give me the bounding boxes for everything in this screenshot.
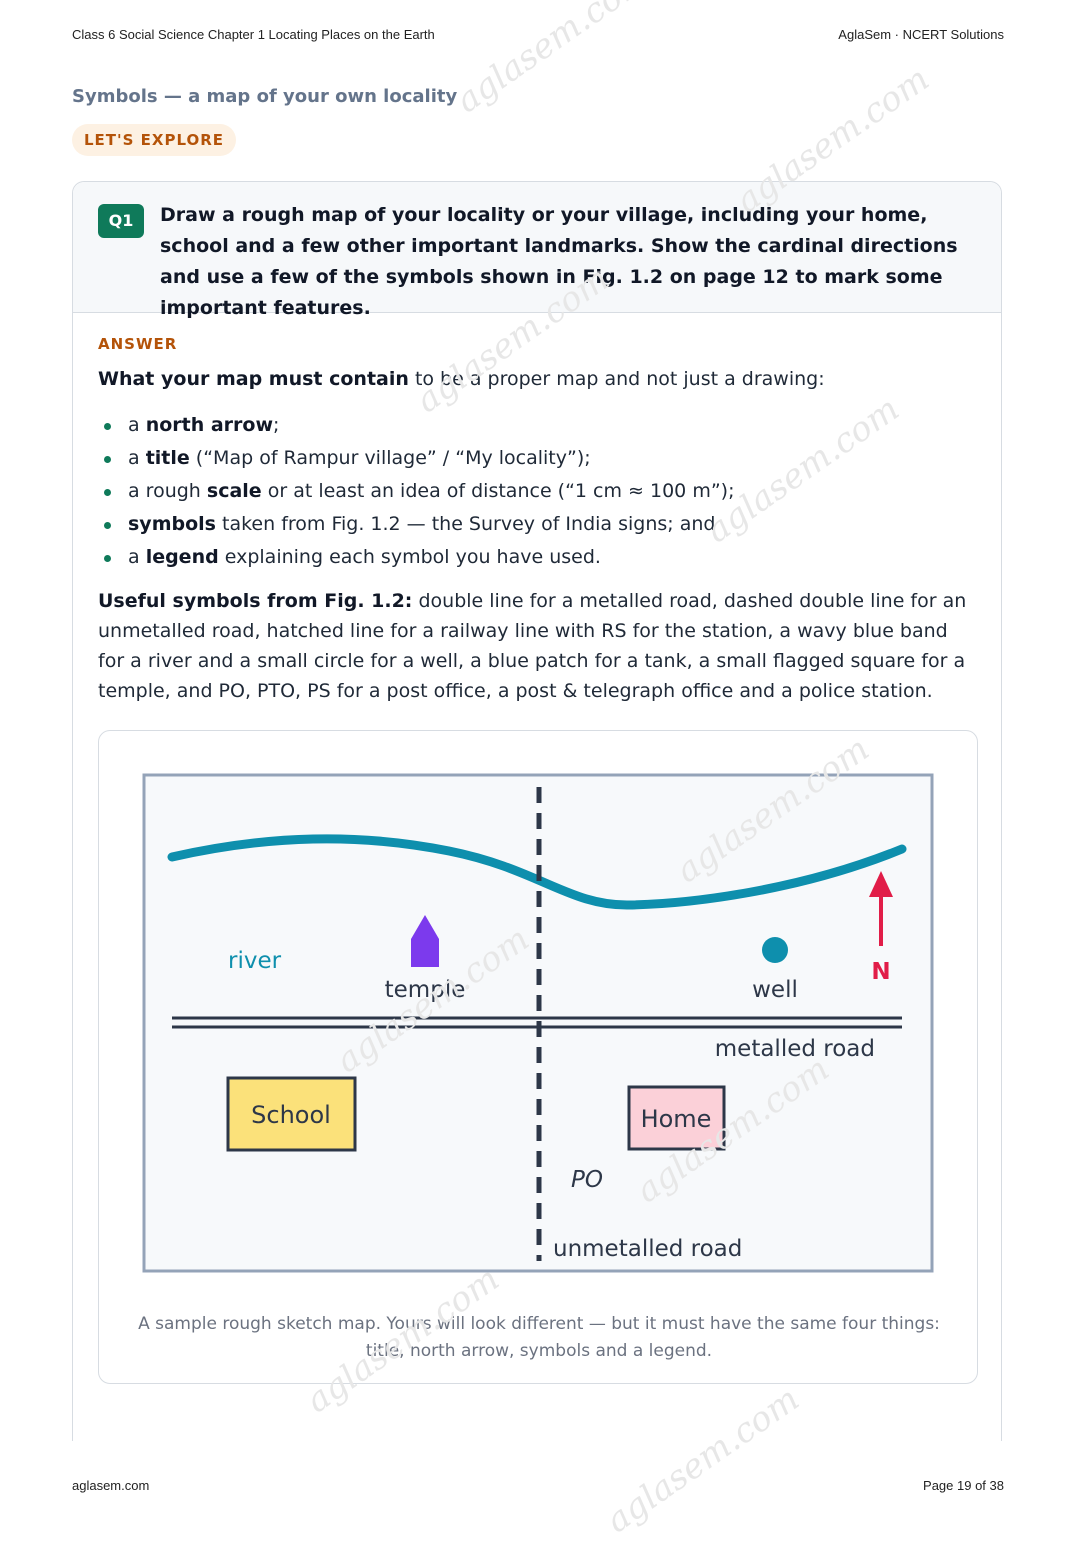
bullet-dot <box>104 489 111 496</box>
answer-intro-rest: to be a proper map and not just a drawin… <box>408 368 825 390</box>
useful-symbols-rest: double line for a metalled road, dashed … <box>98 590 967 702</box>
north-arrow-icon <box>869 871 893 897</box>
figure-caption: A sample rough sketch map. Yours will lo… <box>138 1314 940 1361</box>
requirements-list: a north arrow; a title (“Map of Rampur v… <box>98 409 734 574</box>
answer-intro-bold: What your map must contain <box>98 368 409 390</box>
question-header: Q1 Draw a rough map of your locality or … <box>73 182 1001 319</box>
metalled-road-label: metalled road <box>715 1036 875 1062</box>
bullet-dot <box>104 555 111 562</box>
page-header-title: Class 6 Social Science Chapter 1 Locatin… <box>72 27 435 42</box>
list-item: a north arrow; <box>98 409 734 442</box>
page-number: Page 19 of 38 <box>923 1478 1004 1493</box>
list-item: a title (“Map of Rampur village” / “My l… <box>98 442 734 475</box>
answer-intro: What your map must contain to be a prope… <box>98 368 825 390</box>
home-symbol <box>627 1085 726 1151</box>
bullet-dot <box>104 456 111 463</box>
question-text: Draw a rough map of your locality or you… <box>160 204 958 319</box>
list-item: symbols taken from Fig. 1.2 — the Survey… <box>98 508 734 541</box>
page-footer-site: aglasem.com <box>72 1478 150 1493</box>
question-number-badge: Q1 <box>98 204 144 238</box>
school-symbol <box>226 1076 357 1152</box>
school-label: School <box>251 1101 331 1129</box>
north-label: N <box>871 959 890 985</box>
bullet-dot <box>104 522 111 529</box>
sketch-map: river temple well N metalled road School… <box>142 773 934 1273</box>
lets-explore-badge: LET'S EXPLORE <box>72 124 237 156</box>
well-label: well <box>752 977 798 1003</box>
bullet-dot <box>104 423 111 430</box>
river-label: river <box>228 948 282 974</box>
unmetalled-road-label: unmetalled road <box>553 1236 742 1262</box>
temple-label: temple <box>385 977 466 1003</box>
sketch-map-figure: river temple well N metalled road School… <box>98 730 978 1384</box>
page-header-site: AglaSem · NCERT Solutions <box>838 27 1004 42</box>
list-item: a rough scale or at least an idea of dis… <box>98 475 734 508</box>
answer-label: ANSWER <box>98 335 178 353</box>
home-label: Home <box>641 1105 712 1133</box>
question-card: Q1 Draw a rough map of your locality or … <box>72 181 1002 1441</box>
section-title: Symbols — a map of your own locality <box>72 86 458 107</box>
temple-icon <box>411 915 439 967</box>
watermark-text: aglasem.com <box>448 0 657 122</box>
well-icon <box>762 937 788 963</box>
list-item: a legend explaining each symbol you have… <box>98 541 734 574</box>
useful-symbols-paragraph: Useful symbols from Fig. 1.2: double lin… <box>98 586 968 706</box>
post-office-label: PO <box>571 1167 603 1193</box>
useful-symbols-bold: Useful symbols from Fig. 1.2: <box>98 590 413 612</box>
river-line <box>167 834 907 910</box>
